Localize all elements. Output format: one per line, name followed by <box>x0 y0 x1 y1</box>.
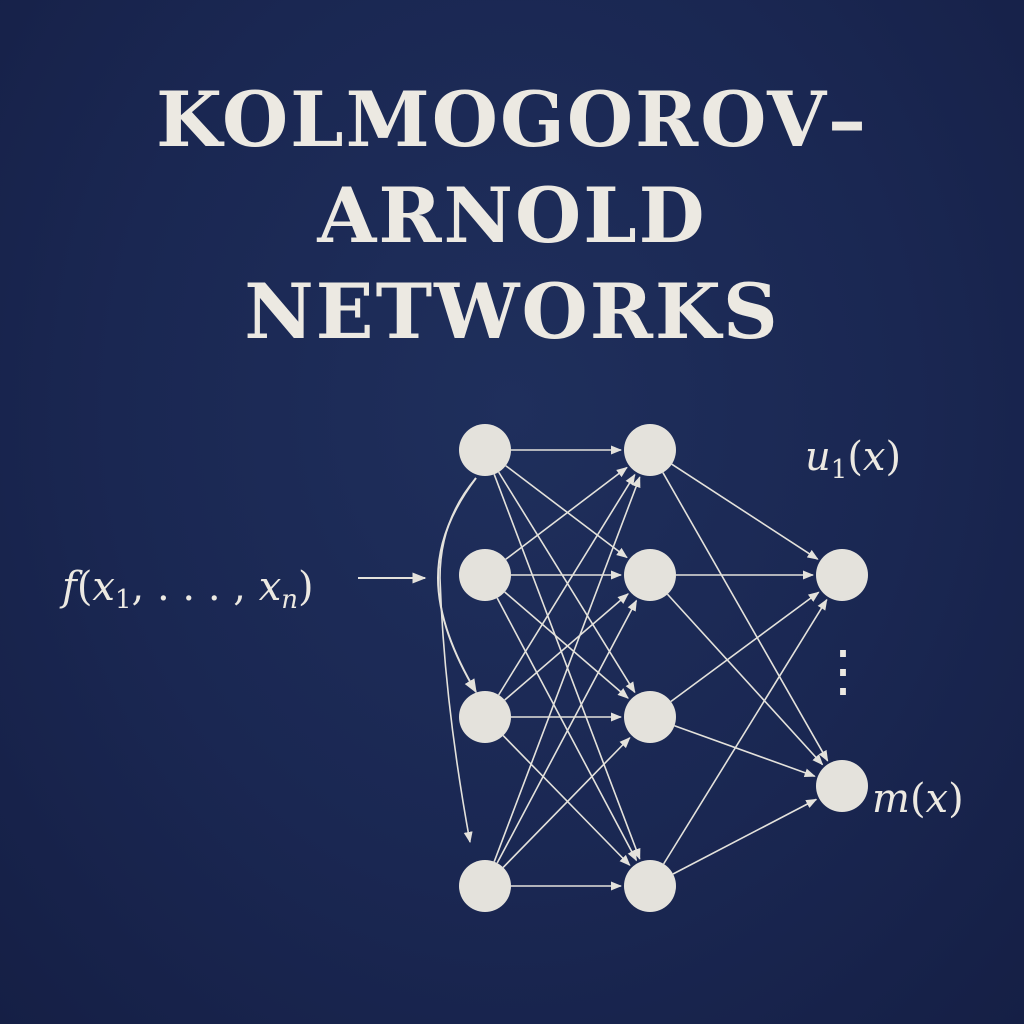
output-label-bottom: m(x) <box>872 776 964 822</box>
network-nodes <box>459 424 868 912</box>
edge-l2-3-out-1 <box>670 591 820 703</box>
title-line-3: NETWORKS <box>244 267 780 356</box>
edge-l1-2-l2-4 <box>496 597 638 862</box>
edge-l2-3-out-2 <box>674 725 816 777</box>
node-layer1-2 <box>459 549 511 601</box>
node-output-1 <box>816 549 868 601</box>
node-layer2-3 <box>624 691 676 743</box>
edge-l2-1-out-1 <box>671 463 819 560</box>
network-edges <box>493 445 829 891</box>
output-label-top: u1(x) <box>805 434 901 485</box>
edge-l1-3-l2-4 <box>502 735 631 867</box>
node-layer1-1 <box>459 424 511 476</box>
edge-l1-2-l2-3 <box>504 591 629 699</box>
title-block: KOLMOGOROV– ARNOLD NETWORKS <box>0 72 1024 360</box>
node-layer1-3 <box>459 691 511 743</box>
input-function-label: f(x1, . . . , xn) <box>59 564 314 615</box>
node-layer2-2 <box>624 549 676 601</box>
edge-l2-4-out-1 <box>662 598 828 865</box>
edge-l1-3-l2-2 <box>504 593 629 701</box>
input-brace-lower <box>439 477 477 844</box>
node-layer2-1 <box>624 424 676 476</box>
edge-l1-1-l2-2 <box>505 465 628 559</box>
output-ellipsis: ⋮ <box>815 639 871 704</box>
edge-l1-2-l2-1 <box>505 466 628 560</box>
edge-l1-3-l2-1 <box>497 473 636 696</box>
edge-l1-4-l2-3 <box>502 736 631 868</box>
edge-l1-4-l2-2 <box>496 599 638 864</box>
edge-l1-1-l2-4 <box>493 474 641 860</box>
node-layer1-4 <box>459 860 511 912</box>
title-line-2: ARNOLD <box>317 171 707 260</box>
edge-l1-4-l2-1 <box>493 476 641 862</box>
edge-l2-2-out-2 <box>666 593 824 766</box>
node-output-2 <box>816 760 868 812</box>
node-layer2-4 <box>624 860 676 912</box>
title-line-1: KOLMOGOROV– <box>155 75 869 164</box>
edge-l2-1-out-2 <box>662 472 829 762</box>
edge-l1-1-l2-3 <box>497 471 636 694</box>
edge-l2-4-out-2 <box>672 798 818 875</box>
